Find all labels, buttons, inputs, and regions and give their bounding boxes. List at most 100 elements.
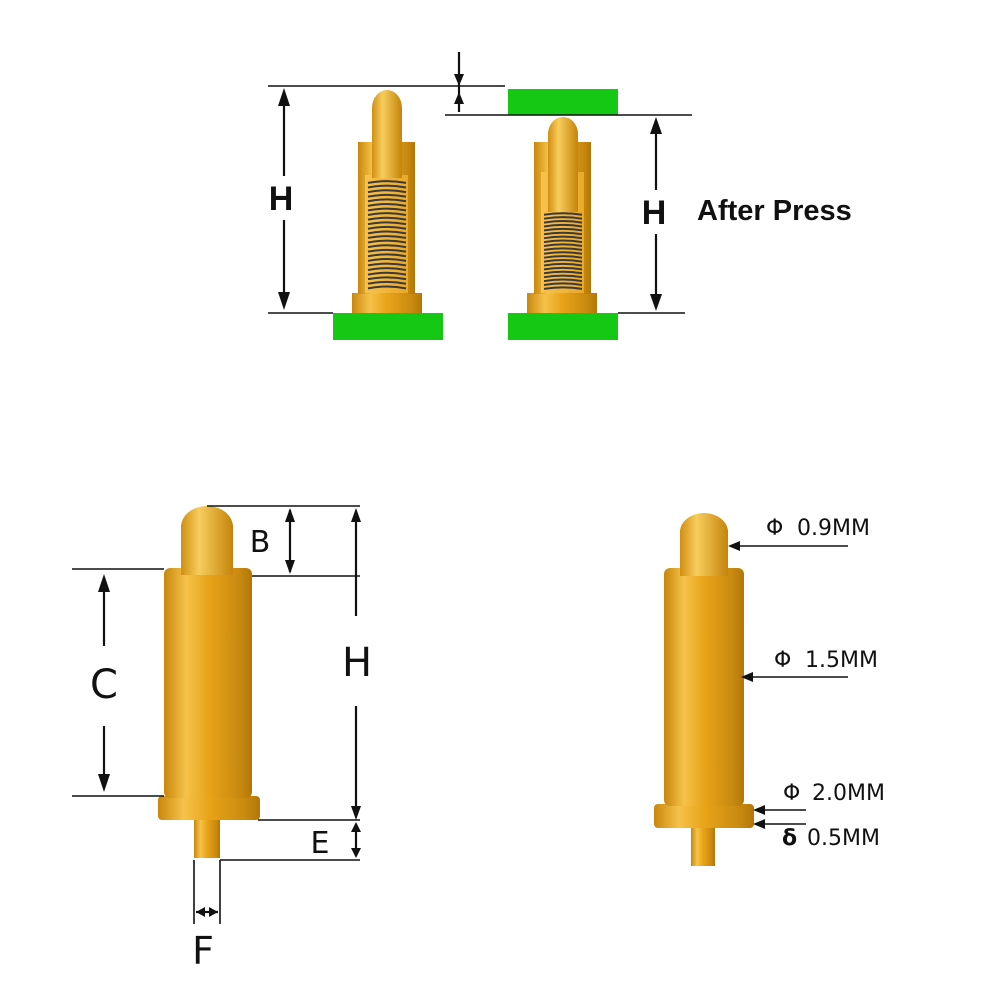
spec-arrow-2: [741, 672, 753, 682]
c-arrow-bottom: [98, 774, 110, 792]
spring-coil: [367, 267, 407, 271]
after-press-label: After Press: [697, 195, 852, 227]
spec-value-1: 0.9MM: [797, 516, 870, 541]
label-e: E: [311, 826, 330, 861]
plunger-tip-left: [372, 90, 402, 126]
pin-cavity-left: [365, 175, 408, 293]
spring-coil: [543, 243, 583, 247]
pcb-bottom-right: [508, 313, 618, 340]
stroke-arrow-top: [454, 74, 464, 86]
spring-coil: [367, 189, 407, 194]
spring-coil: [367, 180, 407, 184]
dim-pin-tail: [194, 818, 220, 858]
pin-flange-left: [352, 293, 422, 313]
label-h: H: [342, 640, 372, 686]
spring-coil: [543, 286, 583, 290]
spring-coil: [543, 231, 583, 236]
spring-coil: [543, 270, 583, 275]
spring-coil: [367, 248, 407, 253]
spring-coil: [367, 253, 407, 258]
spring-coil: [543, 235, 583, 240]
spring-coil: [367, 258, 407, 262]
spring-coil: [367, 239, 407, 244]
label-c: C: [90, 662, 118, 708]
spring-coil: [367, 271, 407, 276]
spring-coil: [543, 274, 583, 279]
spec-pin-flange: [654, 804, 754, 828]
spring-coil: [367, 184, 407, 189]
spring-coil: [367, 221, 407, 226]
spring-left: [367, 180, 407, 290]
spring-coil: [543, 220, 583, 224]
spring-coil: [367, 244, 407, 249]
spec-arrow-3: [753, 805, 765, 815]
uncompressed-pin: [333, 90, 443, 340]
spec-symbol-3: Φ: [783, 781, 800, 806]
dim-pin-barrel: [164, 568, 252, 798]
spec-arrow-4: [753, 819, 765, 829]
spec-arrow-1: [728, 541, 740, 551]
spring-coil: [543, 262, 583, 267]
spring-coil: [367, 203, 407, 207]
label-f: F: [192, 929, 214, 973]
dim-pin-flange: [158, 796, 260, 820]
pin-flange-right: [527, 293, 597, 313]
spring-coil: [543, 266, 583, 271]
spring-coil: [367, 262, 407, 267]
spec-diagram: Φ 0.9MM Φ 1.5MM Φ 2.0MM δ 0.5MM: [654, 513, 885, 866]
spec-symbol-1: Φ: [766, 516, 783, 541]
b-arrow-top: [285, 508, 295, 522]
spec-pin-barrel: [664, 568, 744, 806]
compressed-pin: [508, 89, 618, 340]
spec-pin-tip: [680, 513, 728, 551]
spring-coil: [367, 198, 407, 203]
spring-coil: [367, 280, 407, 285]
pcb-top-right: [508, 89, 618, 115]
spring-coil: [543, 212, 583, 216]
spring-coil: [367, 216, 407, 221]
spec-symbol-2: Φ: [774, 648, 791, 673]
spring-coil: [367, 193, 407, 198]
spring-coil: [367, 212, 407, 216]
spring-coil: [543, 216, 583, 220]
spring-coil: [543, 247, 583, 251]
label-b: B: [250, 525, 271, 560]
spec-symbol-4: δ: [782, 826, 797, 851]
spring-coil: [367, 285, 407, 290]
e-arrow-bottom: [351, 848, 361, 858]
spring-coil: [543, 227, 583, 232]
spring-coil: [367, 225, 407, 230]
spring-coil: [367, 276, 407, 281]
height-label-left: H: [269, 180, 294, 218]
spring-coil: [543, 259, 583, 263]
spec-pin-tail: [691, 826, 715, 866]
stroke-arrow-bottom: [454, 92, 464, 104]
spring-coil: [543, 223, 583, 228]
spring-coil: [543, 255, 583, 259]
c-arrow-top: [98, 574, 110, 592]
e-arrow-top: [351, 822, 361, 832]
spring-coil: [543, 251, 583, 255]
height-arrow-right-top: [650, 117, 662, 134]
pcb-bottom-left: [333, 313, 443, 340]
b-arrow-bottom: [285, 560, 295, 574]
f-arrow-right: [209, 907, 218, 917]
h-arrow-bottom: [351, 806, 361, 820]
spring-coil: [367, 230, 407, 235]
height-arrow-left-bottom: [278, 292, 290, 310]
spring-coil: [367, 235, 407, 239]
height-arrow-left-top: [278, 88, 290, 106]
height-label-right: H: [642, 194, 667, 232]
spec-value-4: 0.5MM: [807, 826, 880, 851]
height-arrow-right-bottom: [650, 294, 662, 311]
spring-coil: [543, 282, 583, 286]
dimensions-diagram: B H C E F: [72, 505, 372, 973]
spec-value-3: 2.0MM: [812, 781, 885, 806]
dim-pin-tip: [181, 506, 233, 548]
spring-right: [543, 212, 583, 290]
spring-coil: [367, 207, 407, 212]
f-arrow-left: [196, 907, 205, 917]
plunger-tip-right: [548, 117, 578, 151]
top-diagram: H H After Press: [265, 52, 852, 340]
